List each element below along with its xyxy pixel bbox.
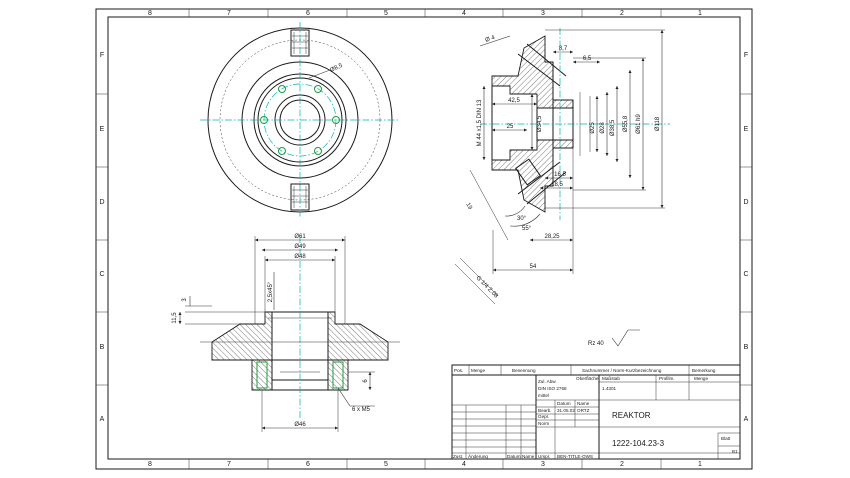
- tb-date-label: Datum: [557, 401, 571, 406]
- zone-left-E: E: [100, 126, 105, 133]
- dim-b-d48: Ø48: [294, 254, 306, 260]
- dim-b-d46: Ø46: [294, 422, 306, 428]
- tb-weight-label: Menge: [694, 376, 708, 381]
- dim-b-d49: Ø49: [294, 244, 306, 250]
- bottom-section-view: Ø61 Ø49 Ø48 2,5x45° 3 11,5 6 6 x M5 Ø46: [172, 234, 400, 432]
- zone-bottom-1: 8: [148, 461, 152, 468]
- dim-d385: Ø38,5: [610, 119, 616, 136]
- tb-rev-label: Zust.: [453, 454, 463, 459]
- dim-d19: 19: [464, 202, 473, 211]
- zone-left-A: A: [100, 416, 105, 423]
- tb-profile-label: Profilm.: [659, 376, 675, 381]
- tb-sheet-count: B1: [732, 449, 738, 454]
- dim-d28: Ø28: [600, 122, 606, 134]
- tb-title: REAKTOR: [612, 411, 651, 420]
- dim-thread: M 44 x1,5 DIN 13: [477, 99, 483, 146]
- dim-a55: 55°: [522, 226, 532, 232]
- tb-name-col: Name: [522, 454, 535, 459]
- zone-labels: 8 7 6 5 4 3 2 1 8 7 6 5 4 3 2 1 F E D C …: [99, 10, 748, 468]
- tb-header-bemerkung: Bemerkung: [692, 368, 716, 373]
- front-chamfer-label: Ø8,5: [329, 63, 344, 74]
- section-view: Ø25 Ø28 Ø38,5 Ø55,8 Ø61 h9 Ø118 42,5 25 …: [454, 28, 670, 305]
- dim-d185: 18,5: [551, 182, 563, 188]
- zone-top-7: 2: [620, 10, 624, 17]
- zone-top-4: 5: [384, 10, 388, 17]
- surface-label: Rz 40: [588, 341, 604, 347]
- tb-tolerance: Zul. Abw.: [538, 379, 557, 384]
- tb-material-label: Maßstab: [602, 376, 620, 381]
- zone-bottom-6: 3: [541, 461, 545, 468]
- dim-b-d61: Ø61: [294, 234, 306, 240]
- dim-d65: 6,5: [583, 56, 592, 62]
- dim-d25: 25: [507, 124, 514, 130]
- tb-change-label: Änderung: [468, 453, 488, 459]
- tb-tolerance-class: mittel: [538, 393, 549, 398]
- dim-a30: 30°: [517, 216, 527, 222]
- dim-b-m5: 6 x M5: [352, 407, 371, 413]
- tb-material-value: 1.4301: [602, 386, 616, 391]
- front-view: Ø8,5: [200, 22, 400, 218]
- tb-drawn-name: ORTZ: [577, 408, 590, 413]
- zone-top-1: 8: [148, 10, 152, 17]
- dim-b-d3: 3: [182, 298, 188, 302]
- zone-right-E: E: [744, 126, 749, 133]
- zone-right-A: A: [744, 416, 749, 423]
- zone-top-3: 6: [306, 10, 310, 17]
- tb-number: 1222-104.23-3: [612, 439, 665, 448]
- dim-d165: 16,5: [554, 172, 566, 178]
- zone-right-F: F: [744, 52, 748, 59]
- dim-d25b: Ø25: [590, 122, 596, 134]
- zone-top-8: 1: [698, 10, 702, 17]
- tb-header-sachnummer: Sachnummer / Norm-Kurzbezeichnung: [582, 368, 662, 373]
- dim-d87: 8,7: [559, 46, 568, 52]
- dim-d4: Ø 4: [485, 35, 497, 44]
- dim-d2825: 28,25: [544, 234, 560, 240]
- zone-left-D: D: [99, 199, 104, 206]
- drawing-frame: [95, 8, 753, 470]
- zone-bottom-5: 4: [462, 461, 466, 468]
- dim-b-chamfer: 2,5x45°: [268, 281, 274, 302]
- tb-surface-col: Oberfläche: [576, 376, 599, 381]
- zone-left-B: B: [100, 344, 105, 351]
- zone-bottom-3: 6: [306, 461, 310, 468]
- title-block: Pos. Menge Benennung Sachnummer / Norm-K…: [451, 364, 741, 460]
- tb-sheet-label: Blatt: [721, 436, 731, 441]
- tb-drawn-label: Bearb.: [538, 408, 552, 413]
- zone-right-D: D: [743, 199, 748, 206]
- tb-origin-label: Urspr.: [538, 454, 550, 459]
- zone-bottom-7: 2: [620, 461, 624, 468]
- zone-top-2: 7: [227, 10, 231, 17]
- tb-header-benennung: Benennung: [512, 368, 536, 373]
- zone-bottom-2: 7: [227, 461, 231, 468]
- tb-file: BEN-TITLE-OWS: [557, 454, 593, 459]
- dim-d425: 42,5: [508, 98, 520, 104]
- tb-tolerance-norm: DIN ISO 2768: [538, 386, 567, 391]
- tb-header-pos: Pos.: [454, 368, 463, 373]
- dim-d558: Ø55,8: [623, 115, 629, 132]
- dim-b-d6: 6: [363, 379, 369, 383]
- zone-bottom-4: 5: [384, 461, 388, 468]
- dim-d54: 54: [530, 264, 537, 270]
- zone-bottom-8: 1: [698, 461, 702, 468]
- zone-top-5: 4: [462, 10, 466, 17]
- dim-d345: Ø34,5: [537, 115, 543, 132]
- zone-top-6: 3: [541, 10, 545, 17]
- dim-d118: Ø118: [655, 116, 661, 131]
- zone-right-C: C: [743, 271, 748, 278]
- tb-header-menge: Menge: [471, 368, 485, 373]
- zone-right-B: B: [744, 344, 749, 351]
- surface-finish-symbol: Rz 40: [588, 329, 640, 347]
- tb-date-col: Datum: [507, 454, 521, 459]
- tb-drawn-date: 31.05.02: [557, 408, 575, 413]
- zone-left-C: C: [99, 271, 104, 278]
- dim-b-d115: 11,5: [172, 312, 178, 324]
- tb-checked-label: Gepr.: [538, 414, 549, 419]
- dim-d61h9: Ø61 h9: [636, 113, 642, 133]
- tb-name-label: Name: [577, 401, 590, 406]
- tb-norm-label: Norm: [538, 421, 549, 426]
- zone-left-F: F: [100, 52, 104, 59]
